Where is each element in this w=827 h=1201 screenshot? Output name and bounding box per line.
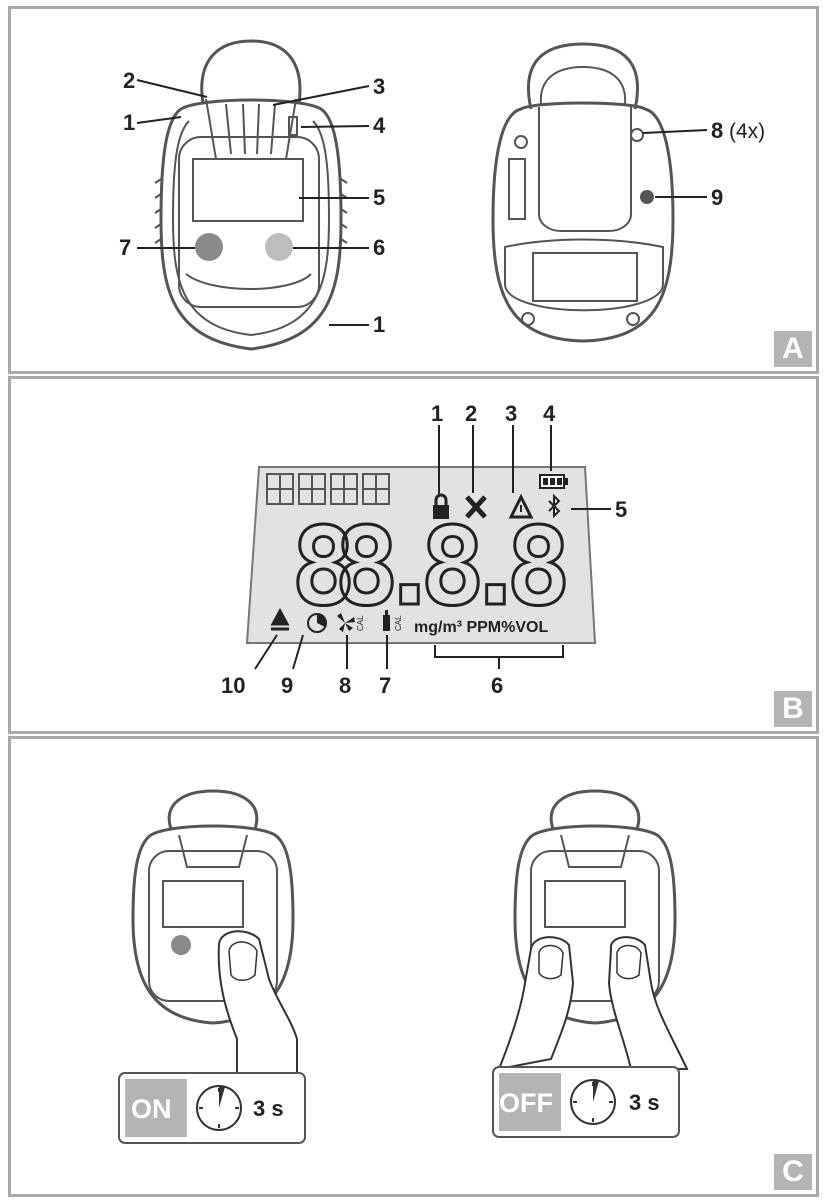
corner-label-c: C bbox=[774, 1154, 812, 1190]
lcd-screen bbox=[245, 466, 597, 644]
callout-front-5: 5 bbox=[373, 185, 385, 210]
bluetooth-icon bbox=[548, 493, 561, 519]
panel-c: ON 3 s OFF 3 s C bbox=[8, 736, 819, 1197]
battery-icon bbox=[539, 474, 568, 489]
front-device bbox=[154, 39, 348, 351]
warning-icon bbox=[508, 493, 534, 519]
callout-lcd-8: 8 bbox=[339, 673, 351, 698]
panel-a-drawing: 2 1 3 4 5 6 7 1 8 (4x) 9 bbox=[119, 39, 765, 351]
unit-text: mg/m³ PPM%VOL bbox=[414, 619, 548, 636]
callout-front-1-top: 1 bbox=[123, 110, 135, 135]
main-digits: 88.8.8 bbox=[291, 505, 571, 630]
panel-c-drawing: ON 3 s OFF 3 s bbox=[118, 789, 689, 1144]
callout-back-9: 9 bbox=[711, 185, 723, 210]
callout-front-1-bottom: 1 bbox=[373, 312, 385, 337]
finger-right-button bbox=[217, 930, 298, 1075]
small-segment-digits bbox=[266, 473, 390, 505]
callout-back-8-suffix: (4x) bbox=[729, 120, 765, 143]
callout-front-4: 4 bbox=[373, 113, 386, 138]
callout-lcd-3: 3 bbox=[505, 401, 517, 426]
callout-front-6: 6 bbox=[373, 235, 385, 260]
callout-lcd-4: 4 bbox=[543, 401, 556, 426]
timer-icon bbox=[307, 613, 327, 633]
right-button bbox=[265, 233, 293, 261]
off-label: OFF bbox=[499, 1088, 553, 1118]
callout-back-8: 8 bbox=[711, 118, 723, 143]
fingers-both-buttons bbox=[497, 936, 689, 1071]
callout-lcd-2: 2 bbox=[465, 401, 477, 426]
bottle-cal-icon bbox=[383, 610, 390, 631]
callout-lcd-9: 9 bbox=[281, 673, 293, 698]
bottle-cal-text: CAL bbox=[394, 615, 403, 631]
off-badge: OFF 3 s bbox=[492, 1066, 680, 1138]
callout-lcd-1: 1 bbox=[431, 401, 443, 426]
device-off bbox=[513, 789, 677, 1025]
on-duration: 3 s bbox=[253, 1096, 284, 1121]
callout-lcd-7: 7 bbox=[379, 673, 391, 698]
stopwatch-icon bbox=[196, 1085, 242, 1131]
on-label: ON bbox=[131, 1094, 172, 1124]
back-device bbox=[491, 42, 675, 343]
off-duration: 3 s bbox=[629, 1090, 660, 1115]
callout-lcd-6: 6 bbox=[491, 673, 503, 698]
fault-x-icon bbox=[465, 495, 487, 519]
peak-icon bbox=[270, 607, 290, 631]
lock-icon bbox=[433, 493, 449, 519]
callout-front-2: 2 bbox=[123, 68, 135, 93]
fan-cal-icon bbox=[337, 613, 355, 632]
callout-front-3: 3 bbox=[373, 74, 385, 99]
callout-front-7: 7 bbox=[119, 235, 131, 260]
callout-lcd-5: 5 bbox=[615, 497, 627, 522]
corner-label-b: B bbox=[774, 691, 812, 727]
panel-a: 2 1 3 4 5 6 7 1 8 (4x) 9 A bbox=[8, 6, 819, 374]
stopwatch-icon bbox=[570, 1079, 616, 1125]
callout-lcd-10: 10 bbox=[221, 673, 245, 698]
panel-b-drawing: 88.8.8 CAL bbox=[221, 401, 627, 698]
panel-b: 88.8.8 CAL bbox=[8, 376, 819, 734]
left-button bbox=[195, 233, 223, 261]
fan-cal-text: CAL bbox=[356, 615, 365, 631]
corner-label-a: A bbox=[774, 331, 812, 367]
on-badge: ON 3 s bbox=[118, 1072, 306, 1144]
